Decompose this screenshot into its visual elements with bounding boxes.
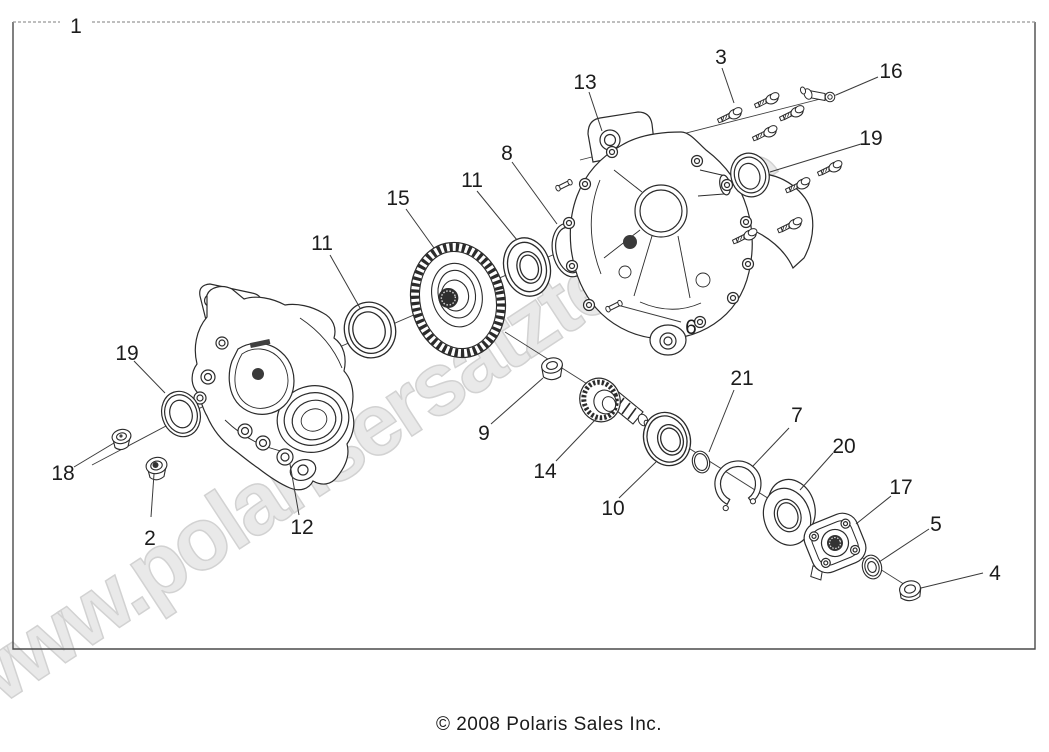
- callout-6: 6: [685, 316, 697, 339]
- part-17-output-flange: [803, 512, 867, 581]
- callout-21: 21: [730, 367, 753, 390]
- callout-3: 3: [715, 46, 727, 69]
- callout-19-right: 19: [859, 127, 882, 150]
- callout-18: 18: [51, 462, 74, 485]
- part-15-ring-gear: [409, 241, 507, 359]
- callout-labels: 2 3 4 5 6 7 8 9 10 11 11 12 13 14 15 16 …: [51, 46, 1001, 585]
- callout-4: 4: [989, 562, 1001, 585]
- part-11-bearing: [502, 237, 552, 297]
- callout-13: 13: [573, 71, 596, 94]
- part-9-bushing: [541, 357, 563, 381]
- part-16-vent-fitting: [799, 86, 836, 103]
- part-19-seal-left: [160, 390, 202, 438]
- callout-10: 10: [601, 497, 624, 520]
- callout-11-right: 11: [461, 169, 483, 192]
- callout-11-left: 11: [311, 232, 333, 255]
- callout-12: 12: [290, 516, 313, 539]
- part-11-seal: [343, 301, 397, 359]
- leader-lines: [73, 67, 984, 589]
- part-12-gearcase-housing: [191, 283, 355, 491]
- part-18-plug: [111, 428, 132, 451]
- part-5-washer: [861, 554, 883, 580]
- callout-9: 9: [478, 422, 490, 445]
- callout-20: 20: [832, 435, 855, 458]
- callout-1: 1: [70, 15, 82, 38]
- callout-5: 5: [930, 513, 942, 536]
- part-2-plug: [145, 456, 168, 481]
- callout-15: 15: [386, 187, 409, 210]
- callout-16: 16: [879, 60, 902, 83]
- callout-14: 14: [533, 460, 557, 483]
- part-7-snap-ring: [714, 460, 762, 512]
- callout-19-left: 19: [115, 342, 138, 365]
- part-20-washer: [762, 478, 816, 546]
- callout-17: 17: [889, 476, 912, 499]
- callout-7: 7: [791, 404, 803, 427]
- part-21-o-ring: [691, 450, 711, 474]
- part-19-seal-right: [730, 152, 770, 198]
- copyright-text: © 2008 Polaris Sales Inc.: [435, 714, 663, 735]
- callout-8: 8: [501, 142, 513, 165]
- part-4-nut: [899, 580, 922, 602]
- callout-2: 2: [144, 527, 156, 550]
- part-10-bearing: [642, 411, 692, 467]
- part-13-gearcase-cover: [562, 111, 814, 356]
- part-14-pinion-gear: [579, 377, 651, 429]
- diagram-frame: 1: [12, 15, 1036, 650]
